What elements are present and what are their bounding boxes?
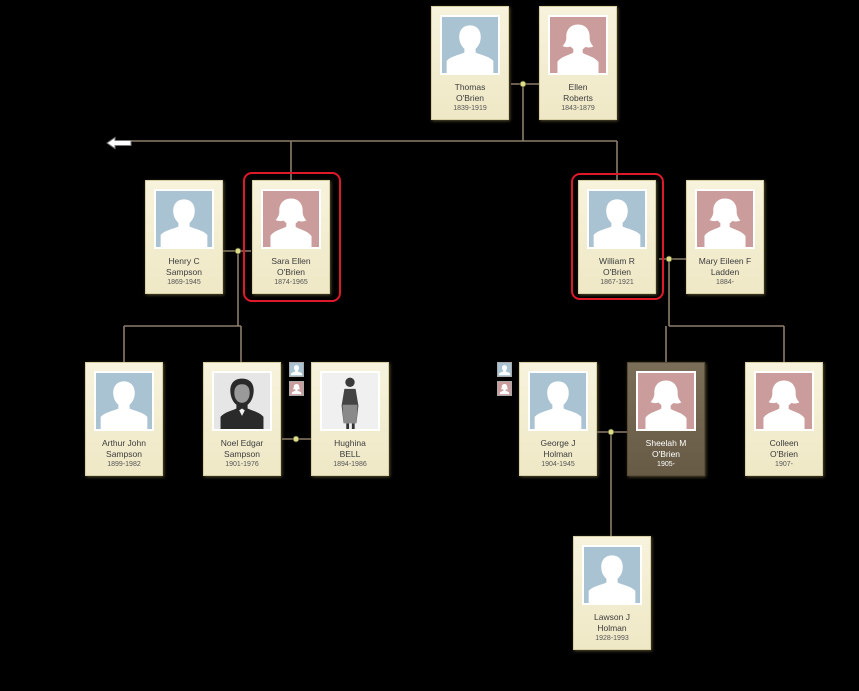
- person-last-name: Roberts: [542, 93, 614, 104]
- person-dates: 1928-1993: [574, 635, 650, 642]
- person-last-name: O'Brien: [581, 267, 653, 278]
- person-first-name: William R: [581, 256, 653, 267]
- person-dates: 1904-1945: [520, 461, 596, 468]
- male-spouse-icon[interactable]: [289, 362, 304, 377]
- female-spouse-icon[interactable]: [289, 381, 304, 396]
- male-silhouette-icon: [587, 189, 647, 249]
- person-dates: 1905-: [628, 461, 704, 468]
- female-silhouette-icon: [261, 189, 321, 249]
- person-dates: 1894-1986: [312, 461, 388, 468]
- portrait-photo-hughina: [320, 371, 380, 431]
- person-dates: 1884-: [687, 279, 763, 286]
- person-dates: 1907-: [746, 461, 822, 468]
- person-last-name: Holman: [576, 623, 648, 634]
- male-silhouette-icon: [582, 545, 642, 605]
- person-last-name: O'Brien: [748, 449, 820, 460]
- female-silhouette-icon: [695, 189, 755, 249]
- person-last-name: Sampson: [148, 267, 220, 278]
- person-first-name: Thomas: [434, 82, 506, 93]
- person-last-name: O'Brien: [434, 93, 506, 104]
- person-last-name: Sampson: [88, 449, 160, 460]
- male-silhouette-icon: [440, 15, 500, 75]
- person-first-name: Hughina: [314, 438, 386, 449]
- female-silhouette-icon: [754, 371, 814, 431]
- person-first-name: Colleen: [748, 438, 820, 449]
- male-silhouette-icon: [154, 189, 214, 249]
- person-last-name: Sampson: [206, 449, 278, 460]
- person-dates: 1869-1945: [146, 279, 222, 286]
- person-last-name: O'Brien: [255, 267, 327, 278]
- person-last-name: Ladden: [689, 267, 761, 278]
- female-silhouette-icon: [636, 371, 696, 431]
- male-spouse-icon[interactable]: [497, 362, 512, 377]
- person-dates: 1899-1982: [86, 461, 162, 468]
- person-dates: 1901-1976: [204, 461, 280, 468]
- person-dates: 1874-1965: [253, 279, 329, 286]
- left-arrow-icon[interactable]: [106, 136, 132, 150]
- person-first-name: Sheelah M: [630, 438, 702, 449]
- person-first-name: Ellen: [542, 82, 614, 93]
- person-last-name: O'Brien: [630, 449, 702, 460]
- person-first-name: Noel Edgar: [206, 438, 278, 449]
- person-last-name: BELL: [314, 449, 386, 460]
- person-last-name: Holman: [522, 449, 594, 460]
- portrait-photo-noel: [212, 371, 272, 431]
- male-silhouette-icon: [94, 371, 154, 431]
- male-silhouette-icon: [528, 371, 588, 431]
- person-dates: 1843-1879: [540, 105, 616, 112]
- person-first-name: Mary Eileen F: [689, 256, 761, 267]
- person-first-name: Henry C: [148, 256, 220, 267]
- person-first-name: Sara Ellen: [255, 256, 327, 267]
- person-first-name: George J: [522, 438, 594, 449]
- person-first-name: Arthur John: [88, 438, 160, 449]
- person-first-name: Lawson J: [576, 612, 648, 623]
- person-dates: 1839-1919: [432, 105, 508, 112]
- female-spouse-icon[interactable]: [497, 381, 512, 396]
- female-silhouette-icon: [548, 15, 608, 75]
- person-dates: 1867-1921: [579, 279, 655, 286]
